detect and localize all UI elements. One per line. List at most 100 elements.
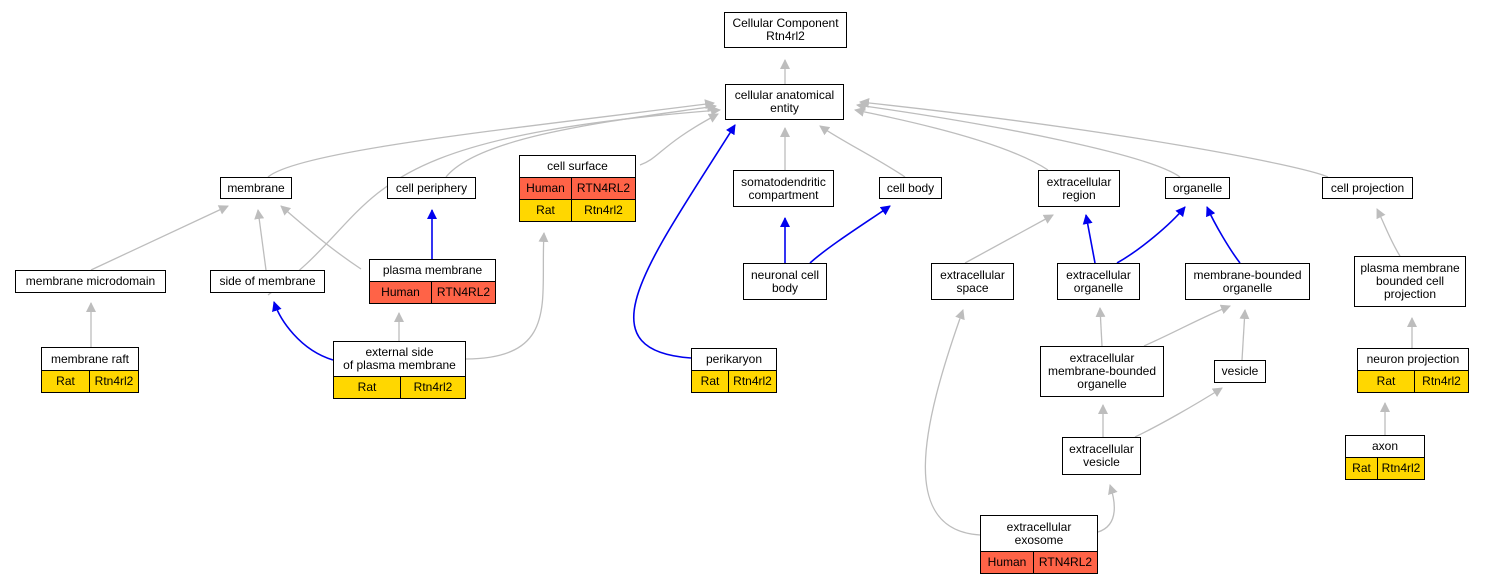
edge-neuron_projection-to-pm_bounded_cell_projection — [1134, 387, 1223, 438]
node-label: extracellular membrane-bounded organelle — [1047, 351, 1157, 391]
edge-extracellular_region-to-cae — [854, 106, 1049, 171]
node-label: membrane microdomain — [25, 274, 156, 288]
edge-cell_periphery-to-cae — [445, 102, 717, 178]
species-cell: Human — [381, 285, 420, 299]
node-somatodendritic-compartment[interactable]: somatodendritic compartment — [733, 170, 834, 207]
edge-cell_surface-to-cae — [639, 113, 719, 166]
node-extracellular-exosome[interactable]: extracellular exosome Human RTN4RL2 — [980, 515, 1098, 574]
node-neuronal-cell-body[interactable]: neuronal cell body — [743, 263, 827, 300]
node-label: neuronal cell body — [750, 267, 820, 295]
edge-extracellular_space-to-cae — [90, 205, 229, 271]
edge-cell_projection-to-cae — [859, 97, 1329, 178]
node-label: extracellular vesicle — [1069, 442, 1134, 469]
node-label: cell body — [886, 180, 935, 195]
gene-cell: Rtn4rl2 — [728, 371, 776, 392]
edge-plasma_membrane-to-cell_periphery — [272, 301, 334, 361]
node-external-side-of-plasma-membrane[interactable]: external side of plasma membrane Rat Rtn… — [333, 341, 466, 399]
node-cell-body[interactable]: cell body — [879, 177, 942, 199]
node-axon[interactable]: axon Rat Rtn4rl2 — [1345, 435, 1425, 480]
edge-pm_bounded_cell_projection-to-cell_projection — [1143, 304, 1231, 347]
node-neuron-projection[interactable]: neuron projection Rat Rtn4rl2 — [1357, 348, 1469, 393]
node-cellular-component-root[interactable]: Cellular Component Rtn4rl2 — [724, 12, 847, 48]
node-membrane-microdomain[interactable]: membrane microdomain — [15, 270, 166, 293]
species-cell: Rat — [357, 380, 377, 394]
node-label: cellular anatomical entity — [734, 88, 835, 115]
node-label: somatodendritic compartment — [741, 174, 826, 202]
gene-cell: RTN4RL2 — [431, 282, 495, 303]
annotation-row: Rat Rtn4rl2 — [692, 370, 776, 392]
node-extracellular-membrane-bounded-organelle[interactable]: extracellular membrane-bounded organelle — [1040, 346, 1164, 397]
node-membrane-bounded-organelle[interactable]: membrane-bounded organelle — [1185, 263, 1310, 300]
gene-cell: RTN4RL2 — [1033, 552, 1097, 573]
node-plasma-membrane-bounded-cell-projection[interactable]: plasma membrane bounded cell projection — [1354, 256, 1466, 307]
gene-cell: RTN4RL2 — [571, 178, 635, 199]
gene-cell: Rtn4rl2 — [1377, 458, 1424, 479]
annotation-row: Human RTN4RL2 — [370, 281, 495, 303]
node-label: external side of plasma membrane — [343, 345, 456, 372]
edge-extracellular_organelle-to-extracellular_region — [1206, 206, 1241, 264]
node-cell-periphery[interactable]: cell periphery — [387, 177, 476, 199]
node-membrane[interactable]: membrane — [220, 177, 292, 199]
edge-perikaryon-to-neuronal_cell_body — [1082, 214, 1096, 264]
node-perikaryon[interactable]: perikaryon Rat Rtn4rl2 — [691, 348, 777, 393]
annotation-row: Rat Rtn4rl2 — [1346, 457, 1424, 479]
edge-organelle-to-cae — [856, 101, 1181, 178]
annotation-row: Rat Rtn4rl2 — [334, 376, 465, 398]
gene-cell: Rtn4rl2 — [571, 200, 635, 221]
edge-external_side_pm-to-side_of_membrane — [465, 232, 549, 360]
gene-cell: Rtn4rl2 — [400, 377, 465, 398]
node-extracellular-space[interactable]: extracellular space — [931, 263, 1014, 300]
node-label: extracellular region — [1046, 174, 1112, 202]
edge-membrane_microdomain-to-membrane — [280, 205, 362, 270]
node-label: cell projection — [1330, 180, 1405, 195]
edge-extracellular_vesicle-to-vesicle — [924, 309, 981, 536]
node-label: membrane — [227, 180, 285, 195]
node-cellular-anatomical-entity[interactable]: cellular anatomical entity — [725, 84, 844, 120]
species-cell: Rat — [1376, 374, 1396, 388]
node-membrane-raft[interactable]: membrane raft Rat Rtn4rl2 — [41, 347, 139, 393]
node-side-of-membrane[interactable]: side of membrane — [210, 270, 325, 293]
node-label: vesicle — [1221, 364, 1259, 378]
node-extracellular-organelle[interactable]: extracellular organelle — [1057, 263, 1140, 300]
edge-ec_mb_organelle-to-extracellular_organelle — [1239, 309, 1250, 361]
node-label: perikaryon — [705, 352, 763, 366]
species-cell: Rat — [536, 203, 555, 217]
node-label: extracellular organelle — [1066, 267, 1131, 295]
node-cell-projection[interactable]: cell projection — [1322, 177, 1413, 199]
node-vesicle[interactable]: vesicle — [1214, 360, 1266, 383]
node-extracellular-region[interactable]: extracellular region — [1038, 170, 1120, 207]
annotation-row: Rat Rtn4rl2 — [1358, 370, 1468, 392]
node-label: membrane-bounded organelle — [1193, 267, 1302, 295]
node-label: membrane raft — [50, 351, 130, 366]
node-label: axon — [1371, 439, 1399, 453]
edge-perikaryon-to-cae — [254, 209, 267, 271]
gene-cell: Rtn4rl2 — [1414, 371, 1468, 392]
edge-extracellular_organelle-to-organelle — [1376, 208, 1401, 257]
species-cell: Human — [526, 181, 565, 195]
edge-external_side_pm-to-cell_surface — [809, 205, 891, 264]
node-cell-surface[interactable]: cell surface Human RTN4RL2 Rat Rtn4rl2 — [519, 155, 636, 222]
annotation-row: Rat Rtn4rl2 — [520, 199, 635, 221]
edge-neuronal_cell_body-to-somatodendritic — [633, 124, 736, 359]
node-plasma-membrane[interactable]: plasma membrane Human RTN4RL2 — [369, 259, 496, 304]
node-label: cell surface — [547, 159, 608, 173]
node-label: side of membrane — [219, 274, 316, 288]
edge-membrane-to-cae — [267, 99, 715, 178]
species-cell: Human — [987, 555, 1027, 569]
gene-cell: Rtn4rl2 — [89, 371, 138, 392]
node-label: plasma membrane — [382, 263, 483, 277]
node-label: plasma membrane bounded cell projection — [1360, 261, 1460, 301]
node-label: neuron projection — [1366, 352, 1460, 366]
node-label: cell periphery — [395, 180, 468, 195]
edge-extracellular_space-to-extracellular_region — [1116, 206, 1186, 264]
node-organelle[interactable]: organelle — [1165, 177, 1230, 199]
edge-neuronal_cell_body-to-cell_body — [964, 214, 1054, 264]
node-label: Cellular Component Rtn4rl2 — [732, 16, 839, 43]
node-label: extracellular exosome — [1006, 519, 1072, 547]
species-cell: Rat — [56, 374, 75, 388]
node-extracellular-vesicle[interactable]: extracellular vesicle — [1062, 437, 1141, 475]
node-label: organelle — [1172, 180, 1223, 195]
annotation-row: Human RTN4RL2 — [520, 177, 635, 199]
